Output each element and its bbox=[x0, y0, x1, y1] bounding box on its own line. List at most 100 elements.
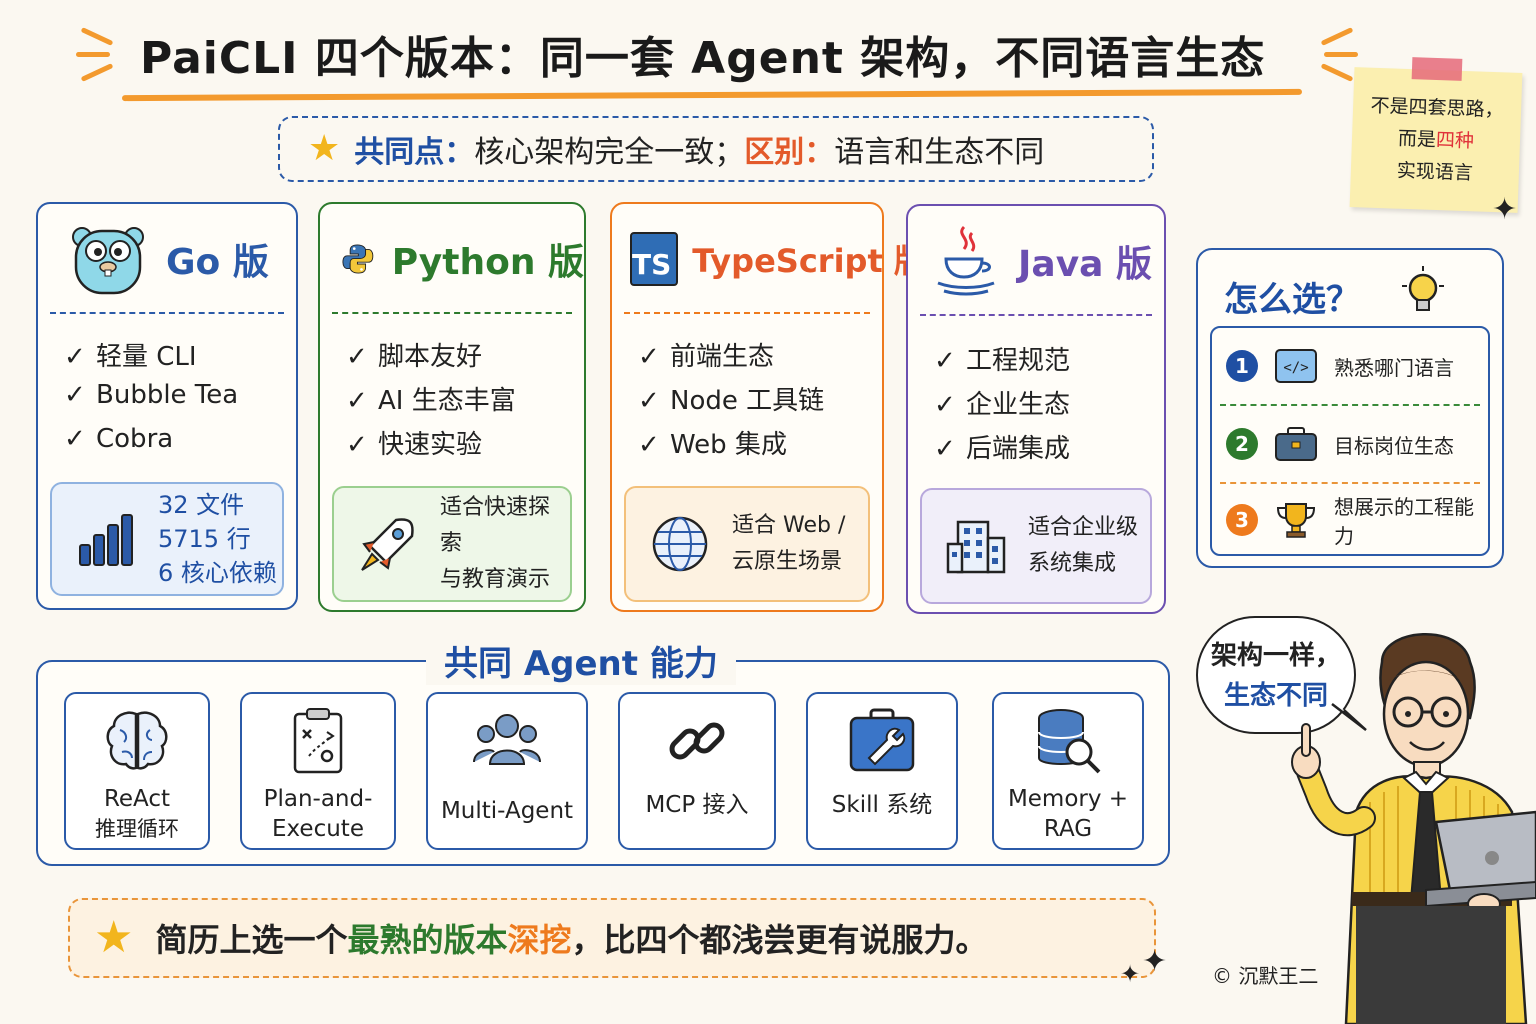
java-tip-box: 适合企业级 系统集成 bbox=[920, 488, 1152, 604]
check-icon: ✓ bbox=[638, 430, 660, 460]
feature-label: 企业生态 bbox=[966, 390, 1071, 420]
feature-item: ✓ AI 生态丰富 bbox=[346, 380, 516, 417]
credit-text: © 沉默王二 bbox=[1212, 964, 1319, 988]
clipboard-plan-icon bbox=[293, 708, 343, 774]
globe-icon bbox=[652, 516, 708, 572]
title-spark-icon bbox=[76, 52, 110, 57]
feature-label: Web 集成 bbox=[670, 430, 787, 460]
title-spark-icon bbox=[1324, 52, 1358, 57]
card-python: Python 版 ✓脚本友好 ✓AI 生态丰富 ✓快速实验 适合快速探索 与教育… bbox=[318, 202, 586, 612]
stat-lines: 5715 行 bbox=[158, 525, 251, 553]
go-stats-box: 32 文件 5715 行 6 核心依赖 bbox=[50, 482, 284, 596]
ability-card: Plan-and- Execute bbox=[240, 692, 396, 850]
card-title: Java 版 bbox=[1018, 244, 1152, 285]
tip-line: 系统集成 bbox=[1028, 551, 1117, 576]
check-icon: ✓ bbox=[346, 386, 368, 416]
choose-row-label: 目标岗位生态 bbox=[1334, 433, 1454, 458]
advice-highlight-green: 最熟的版本 bbox=[347, 921, 508, 959]
feature-label: AI 生态丰富 bbox=[378, 386, 516, 416]
choose-row: 2 目标岗位生态 bbox=[1212, 406, 1488, 482]
brain-icon bbox=[106, 711, 168, 770]
divider bbox=[1220, 482, 1480, 484]
typescript-icon: TS bbox=[630, 232, 679, 286]
divider bbox=[920, 314, 1152, 316]
feature-item: ✓ Web 集成 bbox=[638, 424, 787, 461]
check-icon: ✓ bbox=[638, 386, 660, 416]
divider bbox=[332, 312, 572, 314]
feature-item: ✓ 脚本友好 bbox=[346, 336, 482, 373]
ability-label: MCP 接入 bbox=[645, 792, 749, 818]
how-to-choose-panel: 怎么选？ 1 </> 熟悉哪门语言 2 目标岗位生态 3 bbox=[1196, 248, 1504, 568]
ability-label: Multi-Agent bbox=[440, 798, 574, 824]
typescript-tip-box: 适合 Web / 云原生场景 bbox=[624, 486, 870, 602]
lightbulb-icon bbox=[1402, 266, 1444, 311]
abilities-title: 共同 Agent 能力 bbox=[426, 636, 736, 685]
ability-card: MCP 接入 bbox=[618, 692, 776, 850]
divider bbox=[50, 312, 284, 314]
team-icon bbox=[473, 714, 541, 765]
check-icon: ✓ bbox=[346, 342, 368, 372]
common-label: 共同点： bbox=[354, 135, 475, 170]
tip-line: 适合 Web / bbox=[732, 513, 846, 538]
bar-chart-icon bbox=[79, 514, 133, 566]
title-spark-icon bbox=[80, 27, 114, 46]
star-icon: ★ bbox=[94, 912, 134, 963]
tip-line: 适合企业级 bbox=[1028, 515, 1139, 540]
check-icon: ✓ bbox=[64, 342, 86, 372]
link-chain-icon bbox=[669, 722, 725, 760]
bubble-line1: 架构一样， bbox=[1210, 641, 1341, 671]
number-badge: 1 bbox=[1226, 350, 1258, 382]
bubble-line2: 生态不同 bbox=[1223, 681, 1328, 711]
abilities-panel bbox=[36, 660, 1170, 866]
feature-item: ✓ 后端集成 bbox=[934, 428, 1070, 465]
divider bbox=[1220, 404, 1480, 406]
advice-highlight-orange: 深挖 bbox=[507, 921, 572, 959]
sticky-line1: 不是四套思路， bbox=[1370, 94, 1504, 122]
title-spark-icon bbox=[1320, 63, 1354, 82]
feature-item: ✓工程规范 bbox=[934, 340, 1070, 377]
feature-item: ✓企业生态 bbox=[934, 384, 1070, 421]
tip-line: 云原生场景 bbox=[732, 549, 843, 574]
number-badge: 2 bbox=[1226, 428, 1258, 460]
feature-label: Bubble Tea bbox=[96, 380, 239, 410]
sticky-line3: 实现语言 bbox=[1396, 159, 1474, 185]
ability-card: Skill 系统 bbox=[806, 692, 958, 850]
ability-label: Memory + bbox=[1007, 786, 1129, 812]
database-search-icon bbox=[1038, 709, 1101, 774]
sticky-line2-highlight: 四种 bbox=[1435, 129, 1475, 153]
feature-label: 后端集成 bbox=[966, 434, 1071, 464]
speech-bubble: 架构一样， 生态不同 bbox=[1196, 616, 1356, 734]
stat-files: 32 文件 bbox=[158, 491, 245, 519]
rocket-icon bbox=[361, 518, 414, 571]
check-icon: ✓ bbox=[638, 342, 660, 372]
sparkle-icon: ✦ bbox=[1492, 192, 1518, 227]
check-icon: ✓ bbox=[346, 430, 368, 460]
tape-icon bbox=[1411, 57, 1463, 81]
feature-item: ✓轻量 CLI bbox=[64, 336, 197, 373]
choose-row-label: 想展示的工程能力 bbox=[1334, 495, 1474, 548]
card-title: TypeScript 版 bbox=[692, 242, 926, 280]
java-coffee-icon bbox=[937, 225, 995, 296]
page-title: PaiCLI 四个版本：同一套 Agent 架构，不同语言生态 bbox=[140, 33, 1266, 84]
ability-label: RAG bbox=[1043, 816, 1093, 842]
feature-label: 脚本友好 bbox=[378, 342, 483, 372]
choose-row-label: 熟悉哪门语言 bbox=[1334, 355, 1454, 380]
sticky-line2-prefix: 而是 bbox=[1397, 127, 1437, 151]
gopher-icon bbox=[72, 227, 144, 295]
card-title: Go 版 bbox=[166, 242, 269, 283]
feature-item: ✓Cobra bbox=[64, 424, 173, 454]
card-java: Java 版 ✓工程规范 ✓企业生态 ✓ 后端集成 适合企业级 系统集成 bbox=[906, 204, 1166, 614]
feature-item: ✓Bubble Tea bbox=[64, 380, 238, 410]
python-tip-box: 适合快速探索 与教育演示 bbox=[332, 486, 572, 602]
ability-card: ReAct 推理循环 bbox=[64, 692, 210, 850]
feature-item: ✓ 快速实验 bbox=[346, 424, 482, 461]
tip-line: 适合快速探索 bbox=[440, 495, 551, 556]
check-icon: ✓ bbox=[934, 434, 956, 464]
ability-label: Plan-and- bbox=[263, 786, 373, 812]
feature-label: 快速实验 bbox=[378, 430, 483, 460]
title-spark-icon bbox=[1320, 27, 1354, 46]
bottom-advice: ★ 简历上选一个最熟的版本深挖，比四个都浅尝更有说服力。 bbox=[68, 898, 1156, 978]
feature-label: 工程规范 bbox=[966, 346, 1071, 376]
number-badge: 3 bbox=[1226, 504, 1258, 536]
diff-label: 区别： bbox=[744, 135, 835, 170]
